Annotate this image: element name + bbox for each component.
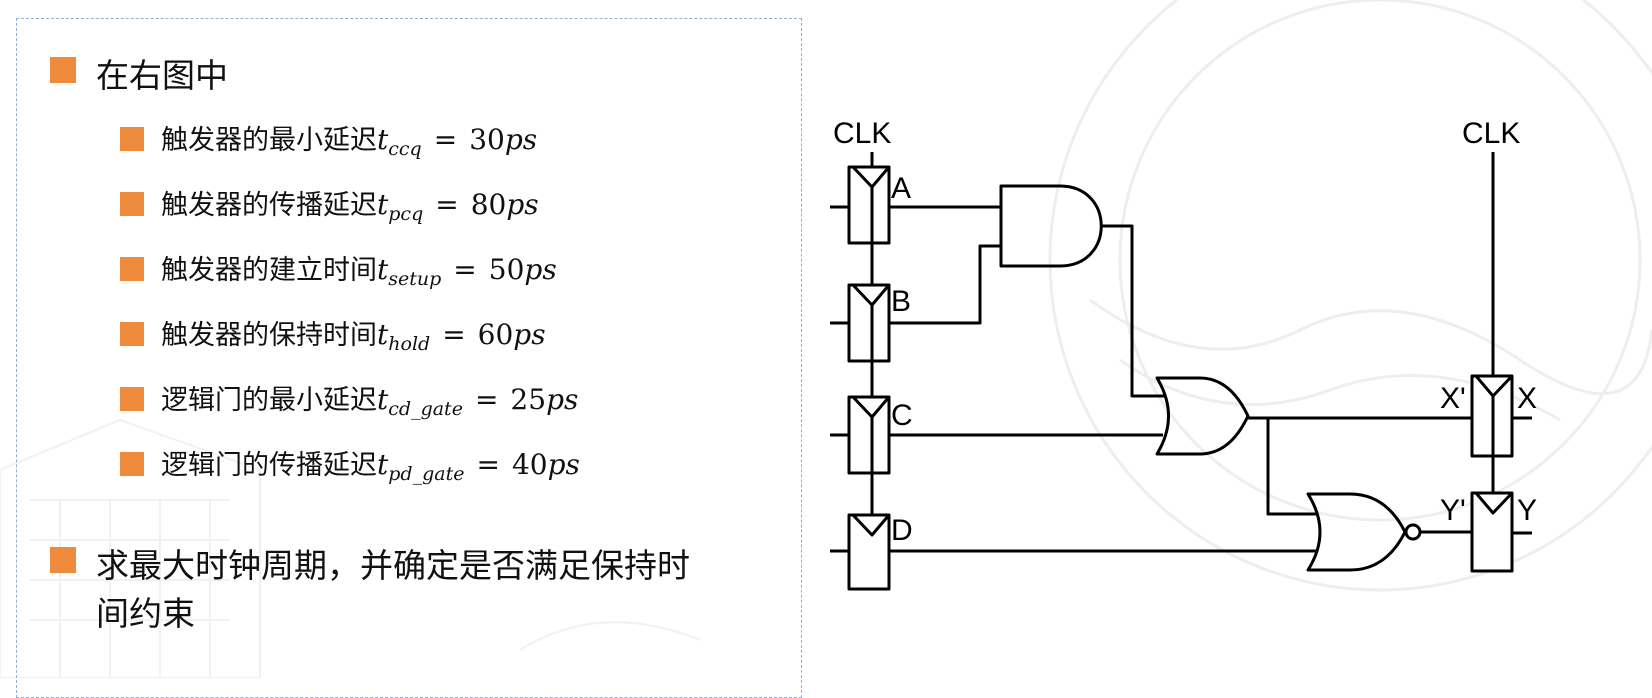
question-text: 求最大时钟周期，并确定是否满足保持时间约束: [96, 546, 690, 633]
bullet-square-icon: [50, 547, 76, 573]
param-item: 触发器的建立时间tsetup=50ps: [120, 253, 557, 296]
flip-flop-b: [830, 283, 891, 363]
bullet-square-icon: [120, 452, 144, 476]
bullet-square-icon: [120, 127, 144, 151]
ff-label-a: A: [891, 172, 911, 205]
param-formula: tsetup=50ps: [377, 253, 557, 290]
param-label: 触发器的最小延迟: [161, 125, 377, 156]
circuit-diagram: CLK CLK A B C D X' X Y' Y: [830, 117, 1537, 591]
bullet-square-icon: [120, 257, 144, 281]
x-in-label: X': [1440, 382, 1466, 415]
wire-or-nor: [1266, 418, 1316, 516]
param-formula: tcd_gate=25ps: [377, 383, 579, 420]
bullet-square-icon: [120, 322, 144, 346]
param-label: 触发器的保持时间: [161, 320, 377, 351]
param-label: 触发器的建立时间: [161, 255, 377, 286]
and-gate: [999, 184, 1103, 268]
param-item: 触发器的最小延迟tccq=30ps: [120, 123, 537, 166]
param-formula: thold=60ps: [377, 318, 546, 355]
param-item: 触发器的保持时间thold=60ps: [120, 318, 546, 361]
flip-flop-d: [830, 513, 891, 591]
intro-text: 在右图中: [96, 56, 228, 95]
flip-flop-x: [1470, 374, 1532, 458]
y-out-label: Y: [1517, 494, 1537, 527]
param-item: 逻辑门的传播延迟tpd_gate=40ps: [120, 448, 580, 491]
wire-b-and: [889, 244, 1001, 325]
bullet-square-icon: [120, 387, 144, 411]
ff-label-d: D: [891, 514, 913, 547]
param-formula: tpd_gate=40ps: [377, 448, 580, 485]
param-formula: tccq=30ps: [377, 123, 538, 160]
nor-gate: [1306, 492, 1407, 572]
question-bullet: 求最大时钟周期，并确定是否满足保持时间约束: [50, 542, 690, 638]
param-label: 触发器的传播延迟: [161, 190, 377, 221]
wire-and-or: [1102, 224, 1165, 398]
intro-bullet: 在右图中: [50, 52, 228, 100]
clk-label-right: CLK: [1462, 117, 1520, 150]
param-item: 逻辑门的最小延迟tcd_gate=25ps: [120, 383, 578, 426]
nor-bubble: [1404, 523, 1422, 541]
bullet-square-icon: [120, 192, 144, 216]
y-in-label: Y': [1440, 494, 1466, 527]
param-label: 逻辑门的传播延迟: [161, 450, 377, 481]
x-out-label: X: [1517, 382, 1537, 415]
ff-label-c: C: [891, 399, 913, 432]
flip-flop-c: [830, 395, 891, 475]
ff-label-b: B: [891, 285, 911, 318]
param-label: 逻辑门的最小延迟: [161, 385, 377, 416]
or-gate: [1155, 376, 1250, 456]
bullet-square-icon: [50, 57, 76, 83]
clk-label-left: CLK: [833, 117, 891, 150]
param-item: 触发器的传播延迟tpcq=80ps: [120, 188, 539, 231]
flip-flop-a: [830, 165, 891, 245]
param-formula: tpcq=80ps: [377, 188, 539, 225]
